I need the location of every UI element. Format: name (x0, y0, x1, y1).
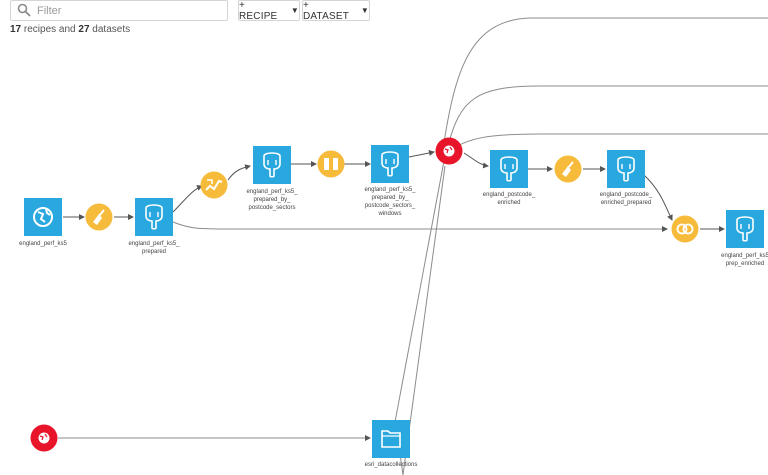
node-label: prepared (142, 249, 166, 255)
node-label: prepared_by_ (253, 197, 291, 203)
flow-toolbar: + RECIPE ▼ + DATASET ▼ 17 recipes and 27… (0, 0, 768, 40)
postgresql-icon (736, 216, 754, 242)
edge-curve-low (454, 133, 768, 148)
filter-input[interactable] (37, 2, 223, 19)
globe-icon (33, 207, 53, 227)
postgresql-icon (145, 204, 163, 230)
dataset-england-postcode-enriched[interactable]: england_postcode_ enriched (483, 150, 536, 206)
node-label: england_perf_ks5 (19, 241, 67, 247)
join-icon (676, 223, 694, 235)
edge (463, 152, 489, 169)
folder-esri-datacollections[interactable]: esri_datacollections (365, 420, 418, 468)
broom-icon (562, 161, 574, 177)
search-icon (17, 3, 31, 17)
dataset-count: 27 (78, 24, 90, 35)
node-label: england_perf_ks5_ (364, 187, 416, 193)
node-label: prepared_by_ (371, 195, 409, 201)
add-recipe-button[interactable]: + RECIPE ▼ (238, 0, 300, 22)
postgresql-icon (617, 156, 635, 182)
recipe-count: 17 (10, 24, 22, 35)
node-label: windows (377, 211, 401, 217)
edge (643, 174, 673, 221)
node-label: enriched_prepared (601, 200, 651, 206)
postgresql-icon (500, 156, 518, 182)
edge-curve-top (442, 17, 768, 150)
node-label: england_perf_ks5_ (128, 241, 180, 247)
chevron-down-icon: ▼ (290, 6, 299, 15)
dataset-england-perf-ks5-prep-enriched[interactable]: england_perf_ks5 prep_enriched (721, 210, 768, 267)
dataset-england-perf-ks5[interactable]: england_perf_ks5 (19, 198, 68, 247)
recipe-group[interactable] (200, 171, 228, 199)
edge (408, 150, 435, 158)
globe-icon (443, 145, 455, 157)
flow-edges (58, 17, 768, 475)
dataset-england-perf-ks5-prepared[interactable]: england_perf_ks5_ prepared (128, 198, 180, 255)
edge (394, 160, 445, 423)
dataset-count-text: datasets (89, 24, 131, 35)
filter-box[interactable] (10, 0, 228, 21)
group-icon (205, 179, 223, 191)
add-recipe-label: + RECIPE (239, 0, 278, 22)
recipe-plugin-esri[interactable] (30, 424, 58, 452)
node-label: enriched (497, 200, 520, 206)
node-label: prep_enriched (726, 261, 764, 267)
dataset-england-postcode-enriched-prepared[interactable]: england_postcode_ enriched_prepared (600, 150, 653, 206)
dataset-prepared-by-postcode-sectors[interactable]: england_perf_ks5_ prepared_by_ postcode_… (246, 146, 298, 211)
node-label: england_perf_ks5_ (246, 189, 298, 195)
node-label: england_postcode_ (483, 192, 536, 198)
recipe-plugin-geo[interactable] (435, 137, 463, 165)
broom-icon (93, 209, 105, 225)
globe-icon (38, 432, 50, 444)
flow-summary: 17 recipes and 27 datasets (10, 24, 130, 35)
recipe-prepare-2[interactable] (554, 155, 582, 183)
dataset-postcode-sectors-windows[interactable]: england_perf_ks5_ prepared_by_ postcode_… (364, 145, 416, 217)
edge (172, 185, 203, 213)
node-label: england_perf_ks5 (721, 253, 768, 259)
add-dataset-button[interactable]: + DATASET ▼ (302, 0, 370, 22)
chevron-down-icon: ▼ (360, 6, 369, 15)
edge (227, 164, 251, 181)
postgresql-icon (381, 151, 399, 177)
postgresql-icon (263, 152, 281, 178)
recipe-join[interactable] (671, 215, 699, 243)
folder-icon (381, 430, 401, 448)
window-icon (324, 158, 338, 170)
recipe-count-text: recipes and (21, 24, 79, 35)
recipe-prepare-1[interactable] (85, 203, 113, 231)
node-label: postcode_sectors (248, 205, 295, 211)
recipe-window[interactable] (317, 150, 345, 178)
add-dataset-label: + DATASET (303, 0, 350, 22)
edge (172, 221, 668, 232)
node-label: esri_datacollections (365, 462, 418, 468)
edge-curve-mid (447, 85, 768, 147)
node-label: postcode_sectors_ (365, 203, 416, 209)
node-label: england_postcode_ (600, 192, 653, 198)
